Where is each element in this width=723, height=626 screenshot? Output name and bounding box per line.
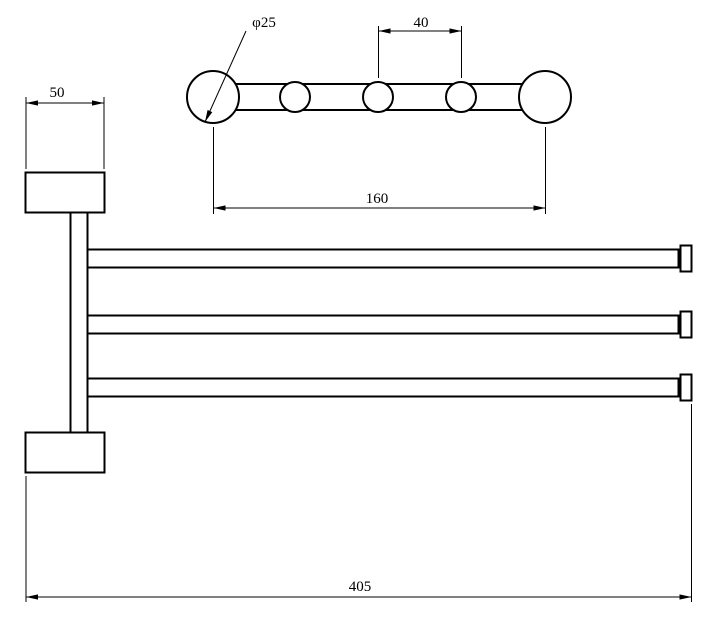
swing-arm-2 xyxy=(86,310,693,339)
arm-end-cap xyxy=(679,310,693,339)
swing-arm-3 xyxy=(86,373,693,402)
arm-bar xyxy=(86,377,680,398)
hole-2 xyxy=(362,81,394,113)
wall-bracket-bottom xyxy=(24,431,106,474)
dim-overall-length: 405 xyxy=(25,404,692,602)
swing-arm-1 xyxy=(86,244,693,273)
dim-overall-length-label: 405 xyxy=(349,579,372,595)
dim-hole-diameter-label: φ25 xyxy=(252,15,276,31)
dim-hole-diameter: φ25 xyxy=(204,15,276,123)
arm-bar xyxy=(86,314,680,335)
arm-end-cap xyxy=(679,373,693,402)
leader-line xyxy=(204,30,247,123)
dim-hole-spacing-label: 40 xyxy=(414,15,429,31)
dim-bracket-width: 50 xyxy=(25,85,105,169)
mounting-plate xyxy=(186,70,572,124)
hole-3 xyxy=(445,81,477,113)
dim-plate-length-label: 160 xyxy=(366,191,389,207)
hole-1 xyxy=(279,81,311,113)
top-view: φ25 40 160 xyxy=(186,15,572,214)
wall-bracket-top xyxy=(24,171,106,214)
arm-bar xyxy=(86,248,680,269)
dim-plate-length: 160 xyxy=(213,127,546,214)
end-circle-right xyxy=(518,70,572,124)
dim-bracket-width-label: 50 xyxy=(50,85,65,101)
arm-end-cap xyxy=(679,244,693,273)
front-view: 50 405 xyxy=(24,85,693,602)
end-circle-left xyxy=(186,70,240,124)
dim-hole-spacing: 40 xyxy=(378,15,462,78)
